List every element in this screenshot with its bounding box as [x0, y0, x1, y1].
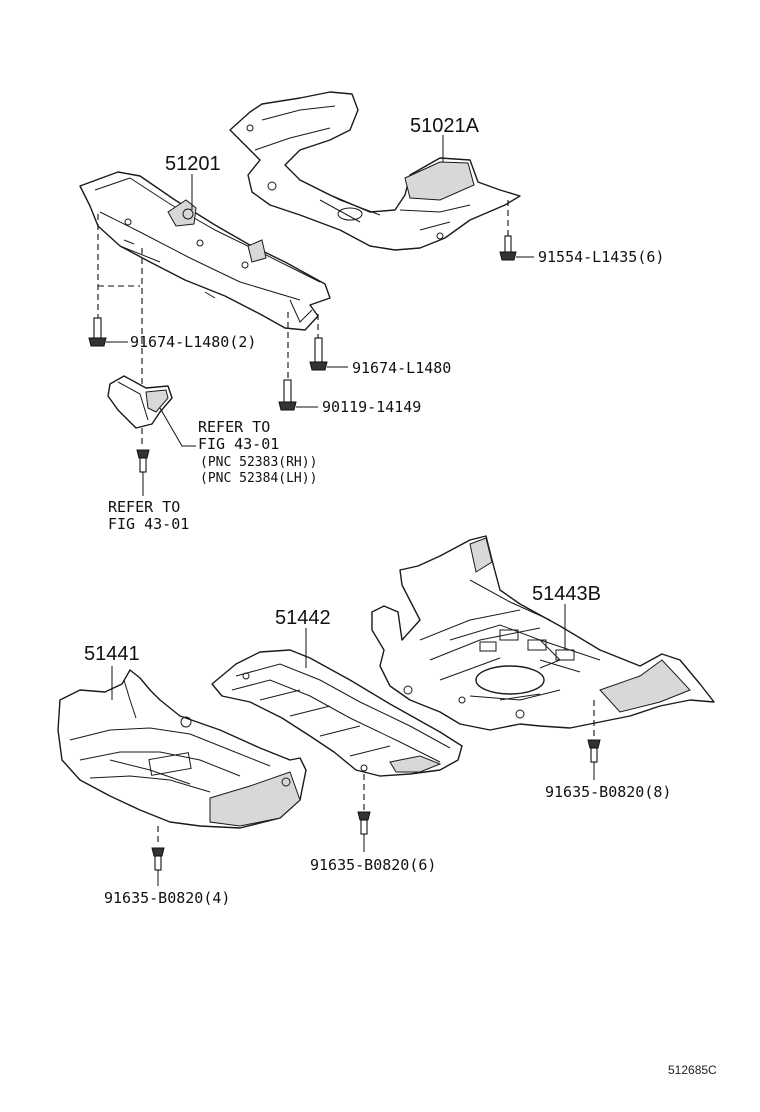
- part-51441-illustration[interactable]: [57, 669, 307, 829]
- label-91635-B0820-6[interactable]: 91635-B0820(6): [310, 856, 436, 874]
- fig-43-01-label-1[interactable]: FIG 43-01: [198, 435, 279, 453]
- part-51201-illustration[interactable]: [79, 171, 331, 331]
- bolt-91674-icon[interactable]: [309, 337, 328, 371]
- bolt-refer-icon[interactable]: [136, 449, 150, 473]
- label-90119-14149[interactable]: 90119-14149: [322, 398, 421, 416]
- pnc-52383-rh-label: (PNC 52383(RH)): [200, 455, 317, 470]
- bolt-91635-6-icon[interactable]: [357, 774, 371, 835]
- part-51443B-illustration[interactable]: [371, 535, 715, 731]
- label-91635-B0820-4[interactable]: 91635-B0820(4): [104, 889, 230, 907]
- label-51442[interactable]: 51442: [275, 607, 331, 629]
- label-51443B[interactable]: 51443B: [532, 583, 601, 605]
- leader-refer-1: [159, 407, 196, 447]
- label-91674-L1480-2[interactable]: 91674-L1480(2): [130, 333, 256, 351]
- pnc-52384-lh-label: (PNC 52384(LH)): [200, 471, 317, 486]
- part-51442-illustration[interactable]: [211, 649, 463, 777]
- part-51021A-illustration[interactable]: [229, 91, 521, 251]
- label-51201[interactable]: 51201: [165, 153, 221, 175]
- label-51441[interactable]: 51441: [84, 643, 140, 665]
- bolt-91554-icon[interactable]: [499, 200, 517, 261]
- bolt-91635-4-icon[interactable]: [151, 826, 165, 871]
- bracket-52383-illustration[interactable]: [107, 375, 173, 429]
- label-91554-L1435-6[interactable]: 91554-L1435(6): [538, 248, 664, 266]
- label-91674-L1480[interactable]: 91674-L1480: [352, 359, 451, 377]
- bolt-90119-icon[interactable]: [278, 379, 297, 411]
- label-51021A[interactable]: 51021A: [410, 115, 480, 137]
- refer-to-label-1[interactable]: REFER TO: [198, 418, 270, 436]
- bolt-91674-pair-icon[interactable]: [88, 317, 107, 347]
- diagram-code: 512685C: [668, 1063, 717, 1077]
- attachment-lines-51201: [97, 214, 319, 448]
- refer-to-label-2[interactable]: REFER TO: [108, 498, 180, 516]
- label-91635-B0820-8[interactable]: 91635-B0820(8): [545, 783, 671, 801]
- fig-43-01-label-2[interactable]: FIG 43-01: [108, 515, 189, 533]
